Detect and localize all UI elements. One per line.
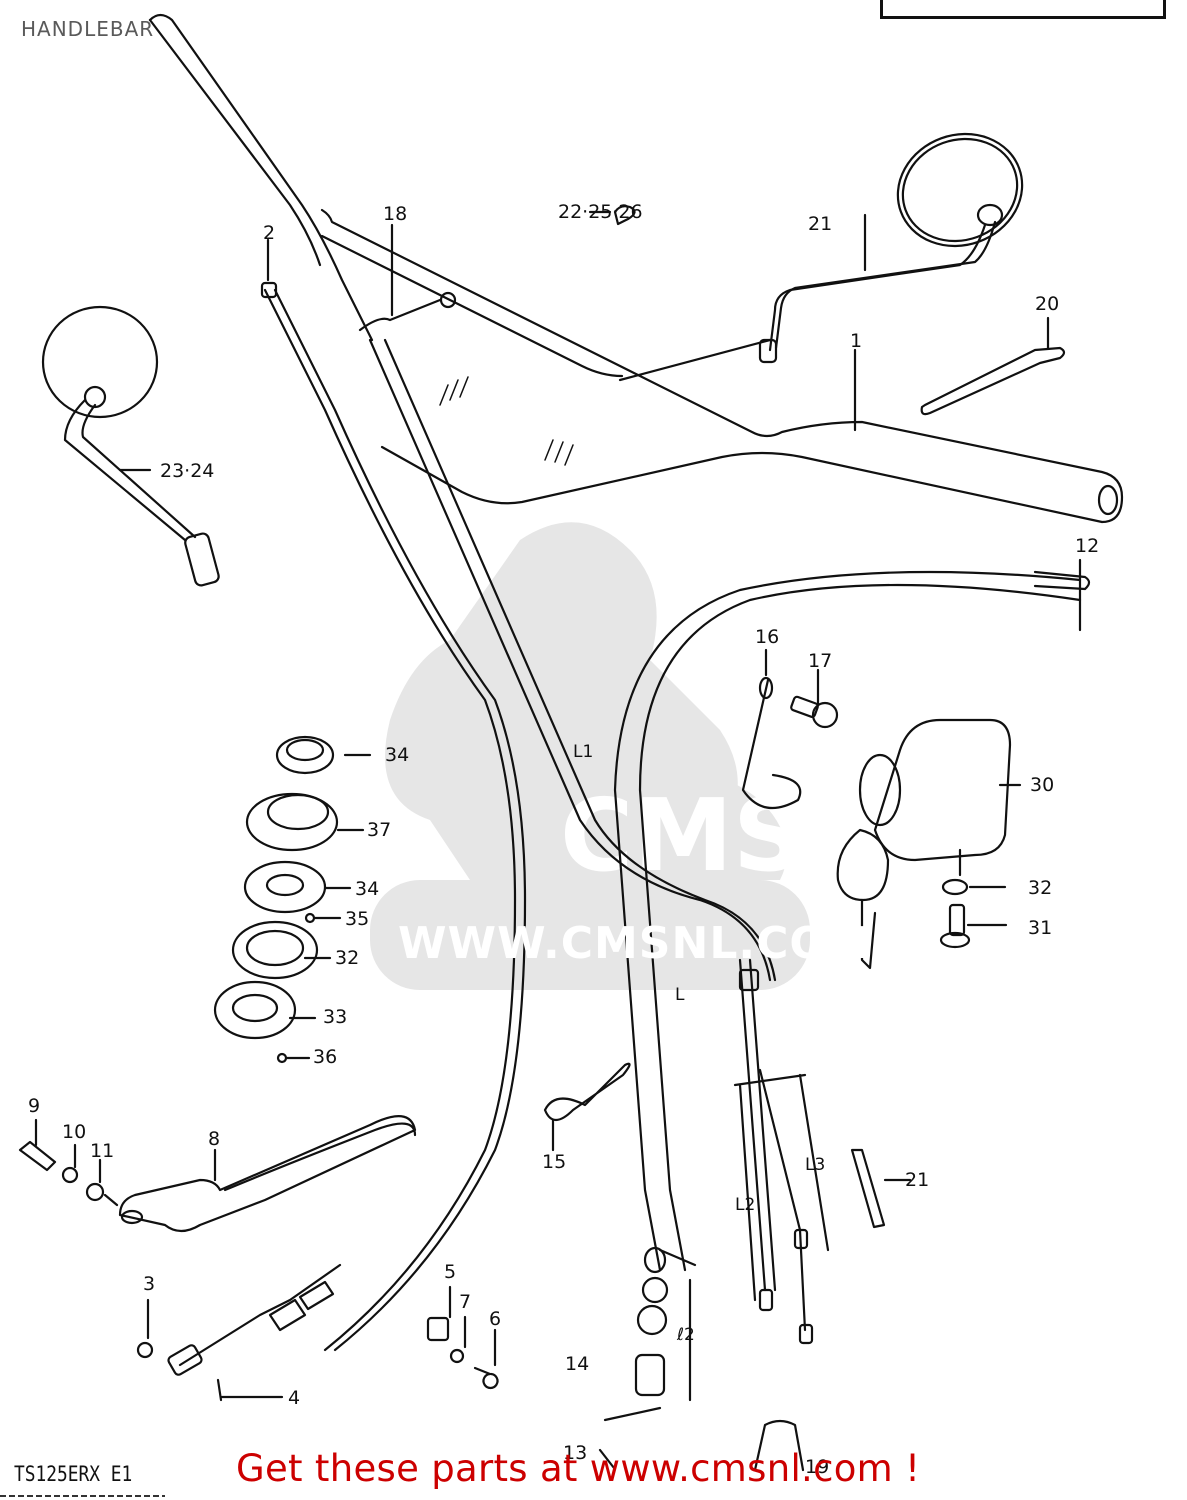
callout-35: 35 <box>345 908 370 930</box>
callout-7: 7 <box>459 1291 472 1313</box>
callout-3: 3 <box>143 1273 156 1295</box>
callout-23-24: 23·24 <box>160 460 215 482</box>
callout-22-25-26: 21 <box>808 213 833 235</box>
mirror-left <box>41 305 220 587</box>
callout-5: 5 <box>444 1261 457 1283</box>
throttle-cable-end <box>598 1246 697 1470</box>
part-27-cap <box>588 205 636 226</box>
callout-14: 14 <box>565 1353 590 1375</box>
small-parts-5-6-7 <box>426 1285 499 1390</box>
steering-stem-parts <box>213 735 372 1064</box>
callout-13: 13 <box>563 1442 588 1464</box>
callout-30: 32 <box>1028 877 1053 899</box>
watermark-cms-text: CMS <box>560 777 805 894</box>
callout-32: 32 <box>335 947 360 969</box>
dimension-l3: L3 <box>805 1155 826 1175</box>
callout-29: 31 <box>1028 917 1053 939</box>
callout-11: 11 <box>90 1140 115 1162</box>
callout-18: 18 <box>383 203 408 225</box>
dimension-l: L <box>675 985 685 1005</box>
callout-21: 21 <box>905 1169 930 1191</box>
watermark-logo-letters: CMS <box>560 777 805 894</box>
callout-8: 8 <box>208 1128 221 1150</box>
callout-9: 9 <box>28 1095 41 1117</box>
part-30-washer <box>941 878 969 896</box>
callout-33: 33 <box>323 1006 348 1028</box>
title-block-frame <box>880 0 1166 19</box>
watermark-url: WWW.CMSNL.COM <box>398 918 873 969</box>
callout-31: 34 <box>385 744 410 766</box>
callout-37: 37 <box>367 819 392 841</box>
watermark-logo <box>370 522 810 990</box>
throttle-cable <box>613 558 1091 1272</box>
callout-4: 4 <box>288 1387 301 1409</box>
callout-6: 6 <box>489 1308 502 1330</box>
part-21-sleeve <box>850 1148 886 1229</box>
cable-l1 <box>358 223 777 982</box>
callout-16: 16 <box>755 626 780 648</box>
callout-19: 19 <box>805 1456 830 1478</box>
callout-12: 12 <box>1075 535 1100 557</box>
lever-assembly <box>18 1115 417 1233</box>
dimension-l1: L1 <box>573 742 594 762</box>
callout-28: 30 <box>1030 774 1055 796</box>
model-code: TS125ERX E1 <box>14 1462 133 1486</box>
part-16-clip <box>741 648 802 810</box>
callout-15: 15 <box>542 1151 567 1173</box>
clutch-cable <box>260 238 527 1352</box>
cta-link[interactable]: Get these parts at www.cmsnl.com ! <box>236 1447 921 1490</box>
page-title: HANDLEBAR <box>21 17 155 41</box>
cable-adjuster <box>136 1263 342 1402</box>
dimension-l2-small: ℓ2 <box>677 1325 695 1345</box>
dimension-l2: L2 <box>735 1195 756 1215</box>
callout-34: 34 <box>355 878 380 900</box>
callout-36: 36 <box>313 1046 338 1068</box>
callout-1: 1 <box>850 330 863 352</box>
callout-2: 2 <box>263 222 276 244</box>
part-20-strap <box>920 316 1066 416</box>
handlebar <box>148 13 1124 524</box>
callout-10: 10 <box>62 1121 87 1143</box>
part-17-screw <box>790 668 839 729</box>
callout-27: 22·25·26 <box>558 201 643 223</box>
footer-rule <box>0 1495 165 1497</box>
branch-cables <box>733 958 830 1345</box>
part-15-clip <box>543 1062 631 1122</box>
callout-17: 17 <box>808 650 833 672</box>
mirror-right <box>758 132 1024 364</box>
ignition-switch <box>836 718 1022 970</box>
callout-20: 20 <box>1035 293 1060 315</box>
part-19-boot <box>753 1419 805 1472</box>
part-29-bolt <box>939 903 971 949</box>
